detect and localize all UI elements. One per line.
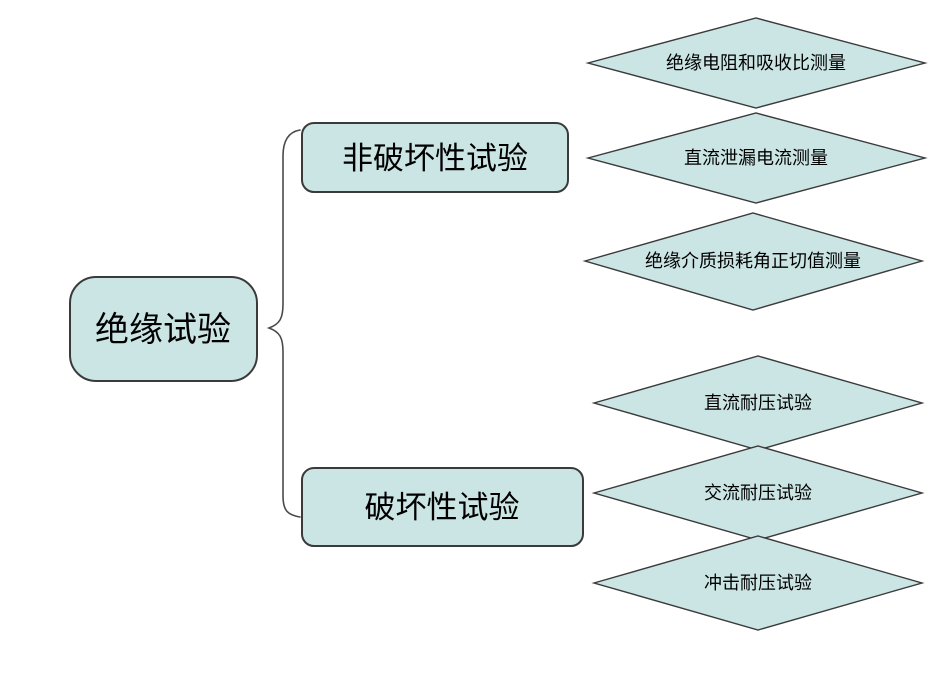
leaf-label: 直流泄漏电流测量	[684, 148, 828, 168]
leaf-diamond-ac-withstand: 交流耐压试验	[591, 445, 925, 541]
leaf-diamond-insulation-resistance: 绝缘电阻和吸收比测量	[585, 17, 928, 109]
branch-node-destructive: 破坏性试验	[301, 467, 584, 547]
leaf-label: 绝缘电阻和吸收比测量	[666, 53, 846, 73]
branch-label-destructive: 破坏性试验	[365, 490, 520, 525]
leaf-label: 绝缘介质损耗角正切值测量	[645, 251, 861, 271]
root-node-box	[69, 276, 258, 382]
diamond-shape	[585, 17, 928, 109]
diamond-shape	[591, 445, 925, 541]
leaf-label: 交流耐压试验	[704, 483, 812, 503]
root-node-label: 绝缘试验	[95, 311, 231, 349]
leaf-diamond-dc-withstand: 直流耐压试验	[591, 355, 925, 451]
root-node: 绝缘试验	[69, 276, 258, 382]
diamond-shape	[591, 535, 925, 631]
diamond-shape	[591, 355, 925, 451]
brace-connector	[266, 129, 301, 518]
leaf-diamond-dc-leakage: 直流泄漏电流测量	[585, 112, 928, 204]
branch-node-nondestructive: 非破坏性试验	[301, 122, 569, 193]
diamond-shape	[582, 212, 925, 311]
branch-label-nondestructive: 非破坏性试验	[342, 141, 528, 176]
branch-box-nondestructive	[301, 122, 569, 193]
leaf-diamond-impulse-withstand: 冲击耐压试验	[591, 535, 925, 631]
branch-box-destructive	[301, 467, 584, 547]
leaf-diamond-dielectric-loss: 绝缘介质损耗角正切值测量	[582, 212, 925, 311]
diamond-shape	[585, 112, 928, 204]
leaf-label: 直流耐压试验	[704, 393, 812, 413]
leaf-label: 冲击耐压试验	[704, 573, 812, 593]
